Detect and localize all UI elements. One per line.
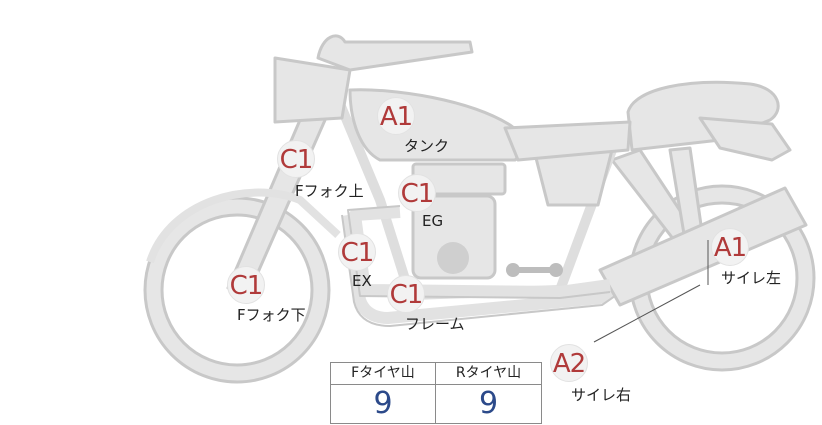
headlight-cowl bbox=[273, 56, 352, 124]
top-frame bbox=[503, 120, 632, 162]
front-fork-upper-grade-badge: C1 bbox=[277, 140, 315, 178]
exhaust-grade-badge: C1 bbox=[338, 233, 376, 271]
muffler-right-label: サイレ右 bbox=[571, 386, 632, 404]
front-tire-header: Fタイヤ山 bbox=[331, 363, 436, 385]
muffler-right-grade-badge: A2 bbox=[550, 344, 588, 382]
tank-grade-badge: A1 bbox=[377, 97, 415, 135]
leader-line-muffler-right bbox=[593, 284, 701, 343]
rear-tire-value: 9 bbox=[478, 386, 499, 421]
tank-label: タンク bbox=[404, 137, 450, 155]
muffler-left-grade-badge: A1 bbox=[711, 228, 749, 266]
rear-fender bbox=[698, 116, 792, 162]
engine-cover bbox=[437, 242, 469, 274]
engine-block bbox=[411, 194, 497, 280]
muffler bbox=[598, 186, 808, 307]
front-fork-lower-grade-badge: C1 bbox=[227, 266, 265, 304]
axle-right bbox=[549, 263, 563, 277]
front-fork-upper-label: Fフォク上 bbox=[295, 182, 364, 200]
engine-label: EG bbox=[422, 212, 444, 230]
exhaust-pipe bbox=[349, 206, 611, 298]
front-fender bbox=[146, 188, 341, 264]
handlebar bbox=[316, 34, 474, 72]
frame-lower bbox=[342, 214, 644, 324]
engine-grade-badge: C1 bbox=[398, 174, 436, 212]
exhaust-pipe-outline bbox=[347, 205, 611, 299]
muffler-left-label: サイレ左 bbox=[721, 269, 782, 287]
front-fork-lower-label: Fフォク下 bbox=[237, 306, 306, 324]
rear-tire-header: Rタイヤ山 bbox=[436, 363, 541, 385]
front-tire-value: 9 bbox=[331, 385, 436, 423]
frame-lower-outline bbox=[341, 214, 646, 327]
exhaust-label: EX bbox=[352, 272, 372, 290]
seat bbox=[626, 80, 780, 152]
axle-left bbox=[506, 263, 520, 277]
frame-label: フレーム bbox=[405, 315, 465, 333]
frame-grade-badge: C1 bbox=[387, 275, 425, 313]
tire-tread-table: Fタイヤ山 Rタイヤ山 9 9 bbox=[330, 362, 542, 424]
